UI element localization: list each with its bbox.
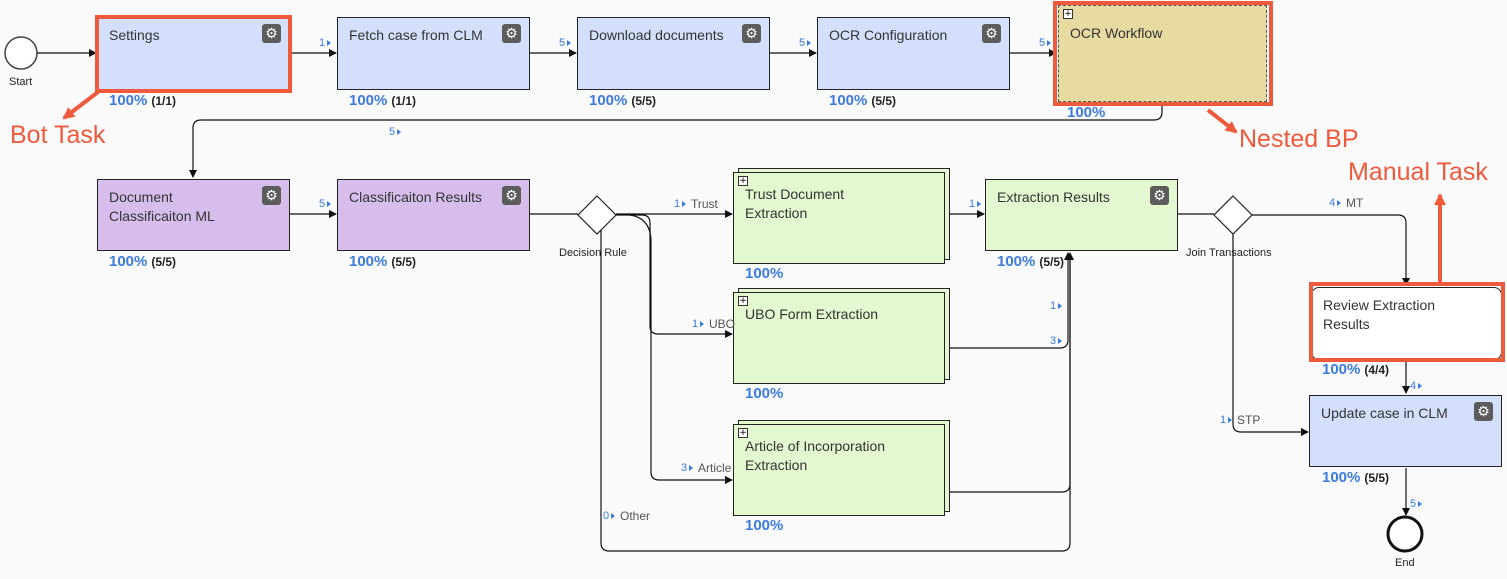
flow-count: 5 (559, 37, 572, 49)
task-fetch-case-progress: 100%(1/1) (349, 92, 417, 109)
task-update-case[interactable]: Update case in CLM ⚙ (1309, 395, 1502, 467)
flow-count: 1 (969, 198, 982, 210)
callout-nested-bp: Nested BP (1239, 125, 1359, 153)
callout-arrow-nested-bp (1206, 108, 1238, 134)
bot-task-highlight (95, 15, 292, 93)
manual-task-highlight (1309, 282, 1505, 362)
gear-icon[interactable]: ⚙ (262, 186, 281, 205)
flow-count: 5 (799, 37, 812, 49)
flow-stp[interactable] (1232, 234, 1309, 436)
flow-count: 1 (1050, 300, 1063, 312)
flow-article-extraction-results[interactable] (950, 260, 1071, 493)
flow-count-ubo: 1 (692, 318, 705, 330)
flow-count-article: 3 (681, 462, 694, 474)
decision-rule-label: Decision Rule (559, 247, 627, 259)
decision-rule-gateway[interactable] (577, 195, 617, 235)
task-ocr-configuration-progress: 100%(5/5) (829, 92, 897, 109)
end-event-label: End (1395, 557, 1415, 569)
flow-count: 5 (1410, 498, 1423, 510)
task-ocr-workflow-progress: 100% (1067, 104, 1106, 121)
flow-label-ubo: UBO (709, 317, 736, 331)
task-download-documents[interactable]: Download documents ⚙ (577, 17, 770, 90)
task-ocr-configuration[interactable]: OCR Configuration ⚙ (817, 17, 1010, 90)
flow-label-trust: Trust (691, 197, 718, 211)
flow-count: 4 (1410, 380, 1423, 392)
task-fetch-case-label: Fetch case from CLM (349, 27, 483, 43)
flow-other[interactable] (600, 230, 1074, 552)
task-update-case-label: Update case in CLM (1321, 405, 1448, 421)
nested-bp-highlight (1053, 1, 1273, 106)
flow-label-stp: STP (1237, 413, 1261, 427)
flow-count: 5 (1039, 37, 1052, 49)
expand-plus-icon[interactable]: + (1063, 9, 1073, 19)
callout-bot-task: Bot Task (10, 121, 106, 149)
flow-mt[interactable] (1252, 214, 1410, 286)
gear-icon[interactable]: ⚙ (502, 24, 521, 43)
gear-icon[interactable]: ⚙ (262, 24, 281, 43)
expand-plus-icon[interactable]: + (738, 428, 748, 438)
task-extraction-results[interactable]: Extraction Results ⚙ (985, 179, 1178, 251)
end-event-circle[interactable] (1386, 515, 1424, 553)
flow-article[interactable] (629, 214, 733, 484)
flow-workflow-classml[interactable] (189, 106, 1163, 178)
flow-count-trust: 1 (674, 198, 687, 210)
gear-icon[interactable]: ⚙ (1474, 402, 1493, 421)
callout-manual-task: Manual Task (1348, 158, 1488, 186)
task-settings-label: Settings (109, 27, 160, 43)
callout-arrow-bot-task (62, 90, 100, 120)
task-classification-results-progress: 100%(5/5) (349, 253, 417, 270)
task-ocr-workflow-label: OCR Workflow (1070, 25, 1163, 41)
join-transactions-gateway[interactable] (1213, 195, 1253, 235)
join-transactions-label: Join Transactions (1186, 247, 1272, 259)
start-event-circle[interactable] (4, 36, 38, 70)
task-ocr-workflow[interactable]: + OCR Workflow (1058, 5, 1267, 102)
task-review-extraction-results-progress: 100%(4/4) (1322, 361, 1390, 378)
task-document-classification-ml-progress: 100%(5/5) (109, 253, 177, 270)
gear-icon[interactable]: ⚙ (502, 186, 521, 205)
flow-ubo[interactable] (616, 214, 733, 338)
task-classification-results-label: Classificaiton Results (349, 189, 483, 205)
task-ocr-configuration-label: OCR Configuration (829, 27, 948, 43)
task-ubo-form-extraction-progress: 100% (745, 385, 784, 402)
start-event-label: Start (9, 76, 33, 88)
task-update-case-progress: 100%(5/5) (1322, 469, 1390, 486)
task-download-documents-progress: 100%(5/5) (589, 92, 657, 109)
flow-ubo-extraction-results[interactable] (950, 252, 1072, 349)
task-extraction-results-label: Extraction Results (997, 189, 1110, 205)
flow-count-mt: 4 (1329, 197, 1342, 209)
flow-count: 1 (319, 37, 332, 49)
task-fetch-case[interactable]: Fetch case from CLM ⚙ (337, 17, 530, 90)
flow-count-stp: 1 (1220, 414, 1233, 426)
flow-label-article: Article (698, 461, 732, 475)
task-settings-progress: 100%(1/1) (109, 92, 177, 109)
task-download-documents-label: Download documents (589, 27, 724, 43)
expand-plus-icon[interactable]: + (738, 296, 748, 306)
task-classification-results[interactable]: Classificaiton Results ⚙ (337, 179, 530, 251)
flow-count-other: 0 (603, 510, 616, 522)
flow-label-mt: MT (1346, 196, 1364, 210)
flow-count: 3 (1050, 335, 1063, 347)
flow-count: 5 (389, 126, 402, 138)
flow-label-other: Other (620, 509, 651, 523)
task-trust-document-extraction-progress: 100% (745, 265, 784, 282)
gear-icon[interactable]: ⚙ (742, 24, 761, 43)
gear-icon[interactable]: ⚙ (1150, 186, 1169, 205)
gear-icon[interactable]: ⚙ (982, 24, 1001, 43)
task-extraction-results-progress: 100%(5/5) (997, 253, 1065, 270)
expand-plus-icon[interactable]: + (738, 176, 748, 186)
task-ubo-form-extraction[interactable]: + UBO Form Extraction (733, 292, 945, 384)
task-ubo-form-extraction-label: UBO Form Extraction (745, 306, 879, 322)
flow-count: 5 (319, 198, 332, 210)
task-article-extraction-progress: 100% (745, 517, 784, 534)
